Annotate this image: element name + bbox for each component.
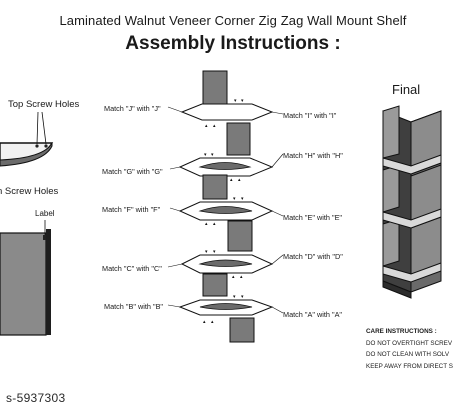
svg-text:▴: ▴ [205,123,208,129]
match-label-a: Match "A" with "A" [283,310,343,319]
svg-text:▾: ▾ [241,98,244,104]
match-label-e: Match "E" with "E" [283,213,343,222]
svg-text:▴: ▴ [203,319,206,325]
watermark: s-5937303 [6,391,66,405]
svg-text:▾: ▾ [213,249,216,255]
svg-text:▾: ▾ [205,249,208,255]
top-screw-holes-label: Top Screw Holes [8,99,80,110]
match-label-d: Match "D" with "D" [283,252,343,261]
svg-text:▾: ▾ [233,196,236,202]
svg-text:▾: ▾ [233,294,236,300]
svg-text:▾: ▾ [241,294,244,300]
final-label: Final [392,82,421,97]
match-label-b: Match "B" with "B" [104,302,164,311]
match-label-j: Match "J" with "J" [104,104,161,113]
match-label-i: Match "I" with "I" [283,111,337,120]
match-label-c: Match "C" with "C" [102,264,162,273]
care-title: CARE INSTRUCTIONS : [366,328,437,335]
match-label-h: Match "H" with "H" [283,151,343,160]
side-panel-illustration [0,220,51,336]
svg-text:▴: ▴ [211,319,214,325]
care-instructions: CARE INSTRUCTIONS : DO NOT OVERTIGHT SCR… [366,326,453,372]
exploded-assembly: ▾ ▾ ▴ ▴ ▾ ▾ ▴ ▴ ▾ ▾ ▴ ▴ ▾ ▾ ▴ ▴ ▾ ▾ ▴ ▴ [167,70,284,343]
instructions-heading: Assembly Instructions : [125,33,341,54]
svg-text:▾: ▾ [234,98,237,104]
care-line: DO NOT OVERTIGHT SCREV [366,339,453,347]
svg-text:▾: ▾ [204,152,207,158]
final-shelf-illustration [382,105,442,299]
care-line: DO NOT CLEAN WITH SOLV [366,351,450,358]
svg-text:▴: ▴ [230,177,233,183]
svg-text:▴: ▴ [238,177,241,183]
svg-text:▴: ▴ [232,274,235,280]
corner-shelf-illustration [0,111,54,167]
svg-text:▴: ▴ [213,221,216,227]
label-tag: Label [35,209,55,218]
svg-text:▴: ▴ [213,123,216,129]
svg-text:▾: ▾ [241,196,244,202]
match-label-f: Match "F" with "F" [102,205,161,214]
svg-text:▾: ▾ [211,152,214,158]
screw-holes-label: n Screw Holes [0,186,59,197]
care-line: KEEP AWAY FROM DIRECT S [366,362,453,370]
product-title: Laminated Walnut Veneer Corner Zig Zag W… [59,13,407,28]
svg-text:▴: ▴ [205,221,208,227]
match-label-g: Match "G" with "G" [102,167,163,176]
svg-text:▴: ▴ [240,274,243,280]
